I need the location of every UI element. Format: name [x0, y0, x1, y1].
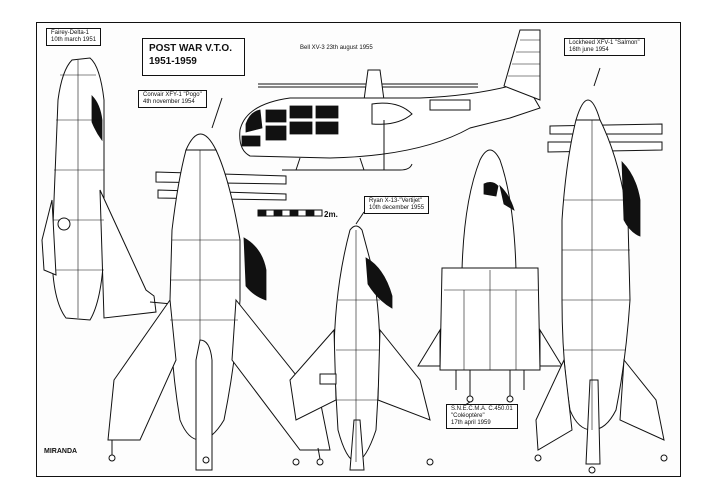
lockheed-salmon-label: Lockheed XFV-1 "Salmon" 16th june 1954 [564, 38, 645, 56]
lockheed-salmon-drawing [534, 67, 668, 474]
coleoptere-name: S.N.E.C.M.A. C.450.01 [451, 406, 513, 412]
title-line-1: POST WAR V.T.O. [149, 43, 232, 54]
ryan-x13-name: Ryan X-13-"Vertijet" [369, 198, 422, 204]
sheet-title: POST WAR V.T.O. 1951-1959 [142, 38, 245, 76]
scale-label: 2m. [324, 210, 338, 219]
fairey-delta-label: Fairey-Delta-1 10th march 1951 [46, 28, 102, 46]
lockheed-salmon-date: 16th june 1954 [569, 47, 609, 53]
title-line-2: 1951-1959 [149, 56, 197, 67]
coleoptere-drawing [417, 149, 563, 409]
ryan-x13-drawing [289, 211, 434, 471]
fairey-delta-name: Fairey-Delta-1 [51, 30, 90, 36]
coleoptere-nickname: "Coléoptère" [451, 413, 485, 419]
coleoptere-label: S.N.E.C.M.A. C.450.01 "Coléoptère" 17th … [446, 404, 518, 429]
bell-xv3-drawing [239, 29, 541, 171]
lockheed-salmon-name: Lockheed XFV-1 "Salmon" [569, 40, 640, 46]
convair-pogo-label: Convair XFY-1 "Pogo" 4th november 1954 [138, 90, 207, 108]
bell-xv3-label: Bell XV-3 23th august 1955 [296, 44, 377, 53]
ryan-x13-label: Ryan X-13-"Vertijet" 10th december 1955 [364, 196, 430, 214]
ryan-x13-date: 10th december 1955 [369, 205, 425, 211]
scale-bar [257, 209, 323, 217]
convair-pogo-name: Convair XFY-1 "Pogo" [143, 92, 202, 98]
fairey-delta-date: 10th march 1951 [51, 37, 97, 43]
coleoptere-date: 17th april 1959 [451, 420, 491, 426]
convair-pogo-date: 4th november 1954 [143, 99, 195, 105]
logo-text: MIRANDA [44, 448, 78, 455]
bell-xv3-name: Bell XV-3 23th august 1955 [300, 45, 373, 51]
fairey-delta-drawing [41, 57, 173, 321]
miranda-logo: MIRANDA [44, 448, 77, 455]
